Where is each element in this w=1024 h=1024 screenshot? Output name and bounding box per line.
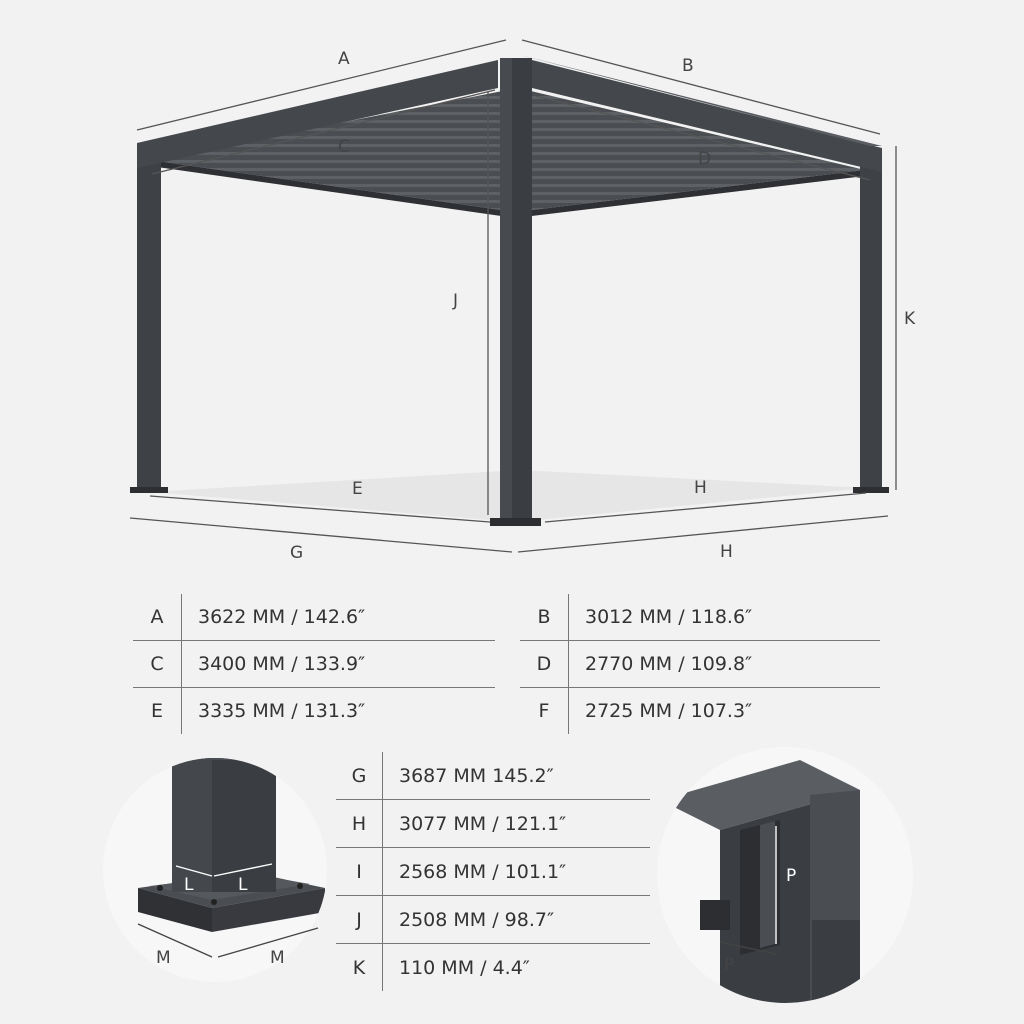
table-row: G 3687 MM 145.2″ [336,752,650,800]
dimension-key: D [520,640,569,688]
label-G: G [290,543,303,563]
dimension-key: I [336,847,383,896]
beam-right [532,60,882,172]
post-front-base [490,518,541,526]
label-A: A [338,49,350,69]
dimension-value: 3622 MM / 142.6″ [198,606,366,628]
dimension-key: J [336,895,383,944]
dimension-value: 3687 MM 145.2″ [399,764,554,787]
label-L-1: L [184,875,194,895]
post-back-left-base [130,487,168,493]
dimension-value: 2568 MM / 101.1″ [382,847,650,896]
post-front-highlight [500,58,512,520]
label-J: J [452,291,458,311]
dimension-value: 3335 MM / 131.3″ [181,687,495,734]
post-back-right-base [853,487,889,493]
label-B: B [682,56,694,76]
dimension-key: G [336,752,383,800]
dimension-lines [129,39,897,553]
label-M-2: M [270,948,285,968]
label-K: K [904,309,916,329]
post-base-detail [103,758,327,982]
label-H: H [720,542,733,562]
dimension-key: C [133,640,182,688]
dimension-value: 110 MM / 4.4″ [382,943,650,991]
post-back-left [137,160,161,490]
label-C: C [338,137,350,157]
table-row: B 3012 MM / 118.6″ [520,594,880,641]
label-M-1: M [156,948,171,968]
dimension-key: B [520,594,569,641]
dimension-key: A [133,594,182,641]
dimension-key: H [336,799,383,848]
label-E: E [352,479,363,499]
roof-inner-beam-right [515,170,865,218]
dimension-value: 3400 MM / 133.9″ [181,640,495,688]
beam-profile-detail [657,747,913,1003]
dimension-key: E [133,687,182,734]
dimension-key: K [336,943,383,991]
dimension-value: 3012 MM / 118.6″ [585,606,753,628]
label-P-2: P [724,955,734,975]
dimension-value: 3077 MM / 121.1″ [382,799,650,848]
label-H-inner: H [694,478,707,498]
dimension-key: F [520,687,569,734]
beam-left [137,60,498,168]
label-P-1: P [786,866,796,886]
label-L-2: L [238,875,248,895]
dimension-value: 2725 MM / 107.3″ [568,687,880,734]
label-D: D [698,149,711,169]
dimension-value: 2508 MM / 98.7″ [382,895,650,944]
post-back-right [860,165,882,490]
table-row: A 3622 MM / 142.6″ [133,594,495,641]
roof-inner-beam [150,160,515,218]
beam-right-top [520,55,882,146]
dimension-value: 2770 MM / 109.8″ [568,640,880,688]
